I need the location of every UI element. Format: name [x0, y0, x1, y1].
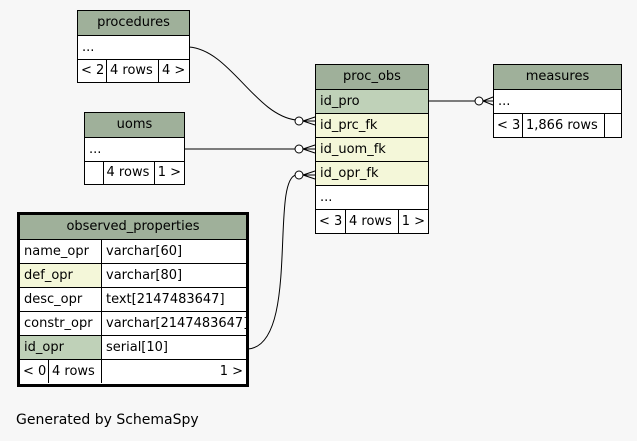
edge-measures-zero-marker — [474, 96, 484, 106]
table-footer: < 3 1,866 rows — [494, 114, 621, 137]
table-measures[interactable]: measures ... < 3 1,866 rows — [493, 64, 622, 138]
edge-procedures-crow-foot — [302, 116, 316, 126]
edge-procedures-zero-marker — [294, 116, 304, 126]
footer-children: 1 > — [219, 364, 243, 379]
table-proc-obs[interactable]: proc_obs id_pro id_prc_fk id_uom_fk id_o… — [315, 64, 429, 234]
table-header: proc_obs — [316, 65, 428, 90]
footer-parents: < 2 — [78, 60, 107, 82]
footer-rows: 1,866 rows — [523, 114, 605, 137]
footer-rows: 4 rows — [107, 60, 159, 82]
edge-observed-properties-crow-foot — [302, 170, 316, 180]
table-row-foreign-key: id_prc_fk — [316, 114, 428, 138]
table-row: ... — [494, 90, 621, 114]
table-observed-properties[interactable]: observed_properties name_opr varchar[60]… — [17, 212, 249, 387]
generated-by-caption: Generated by SchemaSpy — [16, 412, 199, 428]
edge-uoms-zero-marker — [294, 144, 304, 154]
table-row-foreign-key: def_opr varchar[80] — [20, 264, 246, 288]
footer-children: 1 > — [157, 165, 181, 180]
footer-parents: < 0 — [20, 360, 49, 383]
edge-observed-properties-zero-marker — [294, 170, 304, 180]
column-type: serial[10] — [106, 340, 168, 355]
table-row-foreign-key: id_uom_fk — [316, 138, 428, 162]
table-header: uoms — [85, 113, 184, 138]
footer-rows: 4 rows — [49, 360, 102, 383]
table-row-foreign-key: id_opr_fk — [316, 162, 428, 186]
table-footer: < 3 4 rows 1 > — [316, 210, 428, 233]
table-uoms[interactable]: uoms ... 4 rows 1 > — [84, 112, 185, 185]
edge-observed-properties-proc-obs — [247, 174, 297, 350]
table-row: ... — [78, 36, 189, 60]
table-procedures[interactable]: procedures ... < 2 4 rows 4 > — [77, 10, 190, 83]
column-type: varchar[80] — [106, 268, 183, 283]
table-row: ... — [316, 186, 428, 210]
footer-children — [605, 114, 621, 137]
table-row: name_opr varchar[60] — [20, 240, 246, 264]
table-footer: 4 rows 1 > — [85, 162, 184, 184]
edge-procedures-proc-obs — [188, 46, 297, 121]
footer-rows: 4 rows — [104, 162, 155, 184]
table-header: measures — [494, 65, 621, 90]
footer-rows: 4 rows — [346, 210, 399, 233]
table-row: desc_opr text[2147483647] — [20, 288, 246, 312]
column-type: varchar[60] — [106, 244, 183, 259]
edge-uoms-crow-foot — [302, 144, 316, 154]
column-name: desc_opr — [20, 288, 102, 311]
column-name: name_opr — [20, 240, 102, 263]
table-footer: < 0 4 rows 1 > — [20, 360, 246, 383]
footer-parents: < 3 — [494, 114, 523, 137]
column-name: def_opr — [20, 264, 102, 287]
table-header: observed_properties — [20, 215, 246, 240]
footer-parents: < 3 — [316, 210, 346, 233]
footer-children: 4 > — [162, 63, 186, 78]
table-row: ... — [85, 138, 184, 162]
edge-measures-crow-foot — [482, 96, 494, 106]
table-header: procedures — [78, 11, 189, 36]
table-row: constr_opr varchar[2147483647] — [20, 312, 246, 336]
table-footer: < 2 4 rows 4 > — [78, 60, 189, 82]
column-name: id_opr — [20, 336, 102, 359]
table-row-primary-key: id_opr serial[10] — [20, 336, 246, 360]
footer-children: 1 > — [401, 214, 425, 229]
table-row-primary-key: id_pro — [316, 90, 428, 114]
footer-parents — [85, 162, 104, 184]
column-name: constr_opr — [20, 312, 102, 335]
column-type: text[2147483647] — [106, 292, 225, 307]
column-type: varchar[2147483647] — [106, 316, 246, 331]
